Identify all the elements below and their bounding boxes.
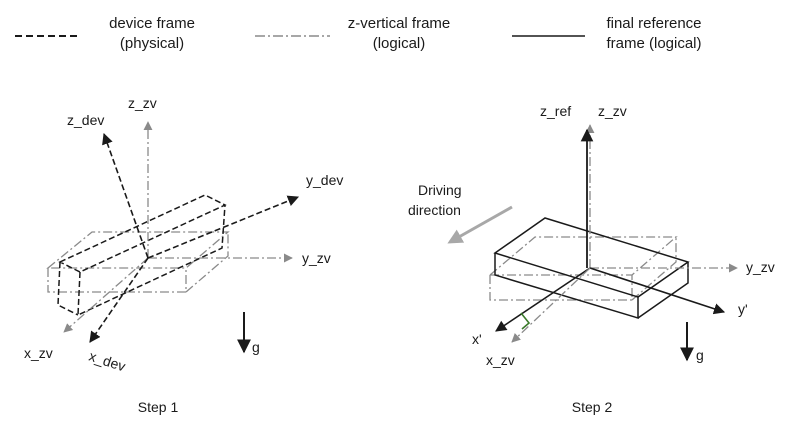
step1-caption: Step 1: [138, 399, 179, 415]
step2-label-g: g: [696, 347, 704, 363]
step1-label-g: g: [252, 339, 260, 355]
legend-device-line1: device frame: [109, 15, 195, 32]
step1-z-dev-axis: [102, 132, 149, 259]
step1-label-z-zv: z_zv: [128, 95, 157, 111]
legend-zv-line2: (logical): [373, 35, 426, 52]
driving-label-line2: direction: [408, 202, 461, 218]
step1-device-box: [57, 194, 227, 317]
legend-final-frame: final reference frame (logical): [512, 15, 702, 52]
step1-x-zv-axis: [63, 257, 149, 333]
step2-x-zv-axis: [511, 267, 591, 343]
legend: device frame (physical) z-vertical frame…: [15, 15, 702, 52]
step1-zv-box: [46, 231, 230, 293]
legend-zvertical-frame: z-vertical frame (logical): [255, 15, 450, 52]
step2-label-x-zv: x_zv: [486, 352, 515, 368]
step1-x-dev-axis: [89, 257, 149, 343]
legend-final-line1: final reference: [606, 15, 701, 32]
step2-panel: z_ref z_zv Driving direction y_zv y' x' …: [408, 103, 775, 415]
step1-label-x-zv: x_zv: [24, 345, 53, 361]
step2-y-prime-axis: [589, 267, 726, 315]
step1-label-y-zv: y_zv: [302, 250, 331, 266]
step2-right-angle-marker: [520, 312, 531, 330]
step2-label-y-zv: y_zv: [746, 259, 775, 275]
driving-direction-arrow: [447, 205, 513, 244]
step1-label-y-dev: y_dev: [306, 172, 343, 188]
step1-panel: z_dev z_zv y_dev y_zv x_zv x_dev g Step …: [24, 95, 343, 415]
step2-label-z-ref: z_ref: [540, 103, 571, 119]
step2-caption: Step 2: [572, 399, 613, 415]
step2-label-x-prime: x': [472, 331, 482, 347]
step1-label-x-dev: x_dev: [87, 348, 127, 375]
legend-device-line2: (physical): [120, 35, 184, 52]
step1-label-z-dev: z_dev: [67, 112, 104, 128]
step2-label-y-prime: y': [738, 301, 748, 317]
driving-label-line1: Driving: [418, 182, 462, 198]
legend-zv-line1: z-vertical frame: [348, 15, 451, 32]
legend-device-frame: device frame (physical): [15, 15, 195, 52]
step2-final-box: [493, 217, 690, 320]
legend-final-line2: frame (logical): [606, 35, 701, 52]
step2-label-z-zv: z_zv: [598, 103, 627, 119]
step2-x-prime-axis: [495, 267, 591, 332]
